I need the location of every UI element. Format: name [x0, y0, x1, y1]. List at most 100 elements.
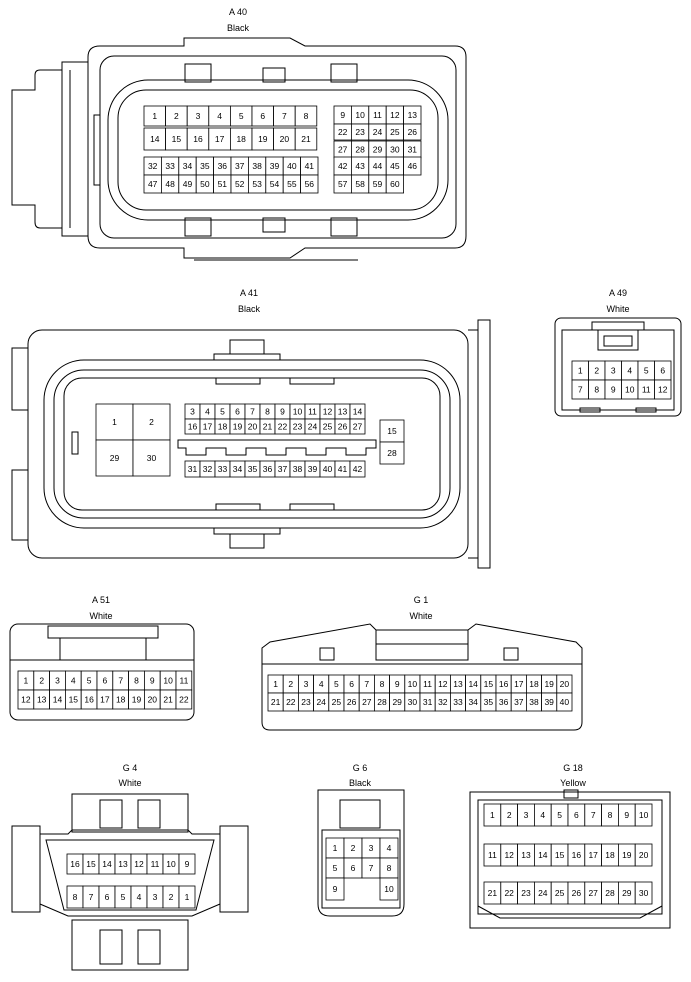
pin-number: 39	[308, 464, 318, 474]
a40_b5-pin: 58	[350, 174, 370, 194]
pin-number: 4	[387, 843, 392, 853]
g1-name: G 1	[414, 595, 429, 605]
g4_r1-pin: 10	[162, 853, 180, 875]
pin-number: 8	[134, 676, 139, 686]
pin-number: 20	[148, 695, 158, 705]
a40_b1-pin: 13	[403, 105, 422, 125]
a41_r2-pin: 17	[199, 418, 216, 435]
pin-number: 35	[248, 464, 258, 474]
pin-number: 14	[53, 695, 63, 705]
a41_r3-pin: 34	[229, 460, 246, 478]
a40_r2-pin: 19	[251, 127, 275, 151]
a41_r1-pin: 14	[349, 403, 366, 420]
g18_r2-pin: 13	[517, 843, 535, 867]
g4_r2-pin: 2	[162, 885, 180, 909]
a51-housing	[9, 623, 195, 721]
pin-number: 8	[265, 407, 270, 417]
pin-number: 32	[438, 697, 448, 707]
pin-number: 17	[514, 679, 524, 689]
g6_r1-pin: 1	[325, 837, 345, 859]
a41_big-pin: 2	[132, 403, 171, 441]
pin-number: 42	[353, 464, 363, 474]
g1_r1-pin: 17	[510, 674, 527, 694]
a40_r3-pin: 32	[143, 156, 162, 176]
pin-number: 1	[490, 810, 495, 820]
pin-number: 33	[218, 464, 228, 474]
pin-number: 15	[86, 859, 96, 869]
a40_r1-pin: 8	[294, 105, 318, 127]
a41_r3-pin: 42	[349, 460, 366, 478]
pin-number: 1	[273, 679, 278, 689]
pin-number: 20	[248, 422, 258, 432]
g18_r1-pin: 2	[500, 803, 518, 827]
pin-number: 1	[152, 111, 157, 121]
a51-color: White	[89, 611, 112, 621]
pin-number: 37	[514, 697, 524, 707]
a40_r4-pin: 55	[282, 174, 302, 194]
pin-number: 30	[147, 453, 157, 463]
pin-number: 5	[644, 366, 649, 376]
pin-number: 28	[355, 145, 365, 155]
a51_r2-pin: 17	[96, 689, 114, 710]
pin-number: 10	[639, 810, 649, 820]
g1_r2-pin: 26	[343, 692, 360, 712]
a40_r4-pin: 50	[195, 174, 214, 194]
pin-number: 43	[355, 161, 365, 171]
g18_r2-pin: 12	[500, 843, 518, 867]
g1_r1-pin: 8	[373, 674, 390, 694]
pin-number: 31	[423, 697, 433, 707]
pin-number: 25	[390, 127, 400, 137]
a40_b5-pin: 59	[368, 174, 387, 194]
pin-number: 10	[408, 679, 418, 689]
g4_r1-pin: 14	[98, 853, 116, 875]
g18_r3-pin: 27	[584, 881, 602, 905]
a49_r2-pin: 12	[654, 379, 672, 400]
a51_r1-pin: 2	[33, 670, 50, 691]
g18_r3-pin: 22	[500, 881, 518, 905]
g4_r2-pin: 5	[114, 885, 132, 909]
pin-number: 4	[627, 366, 632, 376]
a40_b4-pin: 43	[350, 156, 370, 176]
a40_r3-pin: 35	[195, 156, 214, 176]
pin-number: 31	[188, 464, 198, 474]
pin-number: 20	[280, 134, 290, 144]
a41_r2-pin: 27	[349, 418, 366, 435]
g1_r1-pin: 7	[358, 674, 375, 694]
a41_r3-pin: 33	[214, 460, 231, 478]
pin-number: 9	[624, 810, 629, 820]
g18_r1-pin: 1	[483, 803, 502, 827]
pin-number: 16	[572, 850, 582, 860]
a51_r1-pin: 3	[49, 670, 66, 691]
pin-number: 4	[137, 892, 142, 902]
pin-number: 21	[301, 134, 311, 144]
a40_b2-pin: 24	[368, 123, 387, 141]
a51_r1-pin: 1	[17, 670, 35, 691]
pin-number: 7	[364, 679, 369, 689]
pin-number: 12	[134, 859, 144, 869]
pin-number: 9	[611, 385, 616, 395]
g18_r3-pin: 29	[618, 881, 636, 905]
pin-number: 17	[588, 850, 598, 860]
a51_r1-pin: 7	[112, 670, 130, 691]
pin-number: 16	[188, 422, 198, 432]
pin-number: 9	[185, 859, 190, 869]
pin-number: 3	[55, 676, 60, 686]
pin-number: 15	[69, 695, 79, 705]
a41-color: Black	[238, 304, 261, 314]
pin-number: 19	[132, 695, 142, 705]
g18_r2-pin: 17	[584, 843, 602, 867]
pin-number: 12	[438, 679, 448, 689]
pin-number: 8	[380, 679, 385, 689]
g4_r1-pin: 15	[82, 853, 100, 875]
pin-number: 15	[387, 426, 397, 436]
pin-number: 13	[408, 110, 418, 120]
pin-number: 24	[538, 888, 548, 898]
a40_r1-pin: 3	[186, 105, 210, 127]
pin-number: 38	[529, 697, 539, 707]
g1_r2-pin: 33	[449, 692, 466, 712]
a51_r2-pin: 22	[175, 689, 193, 710]
a40_r3-pin: 34	[178, 156, 197, 176]
a49_r2-pin: 8	[588, 379, 606, 400]
a41_r3-pin: 35	[244, 460, 261, 478]
pin-number: 14	[468, 679, 478, 689]
